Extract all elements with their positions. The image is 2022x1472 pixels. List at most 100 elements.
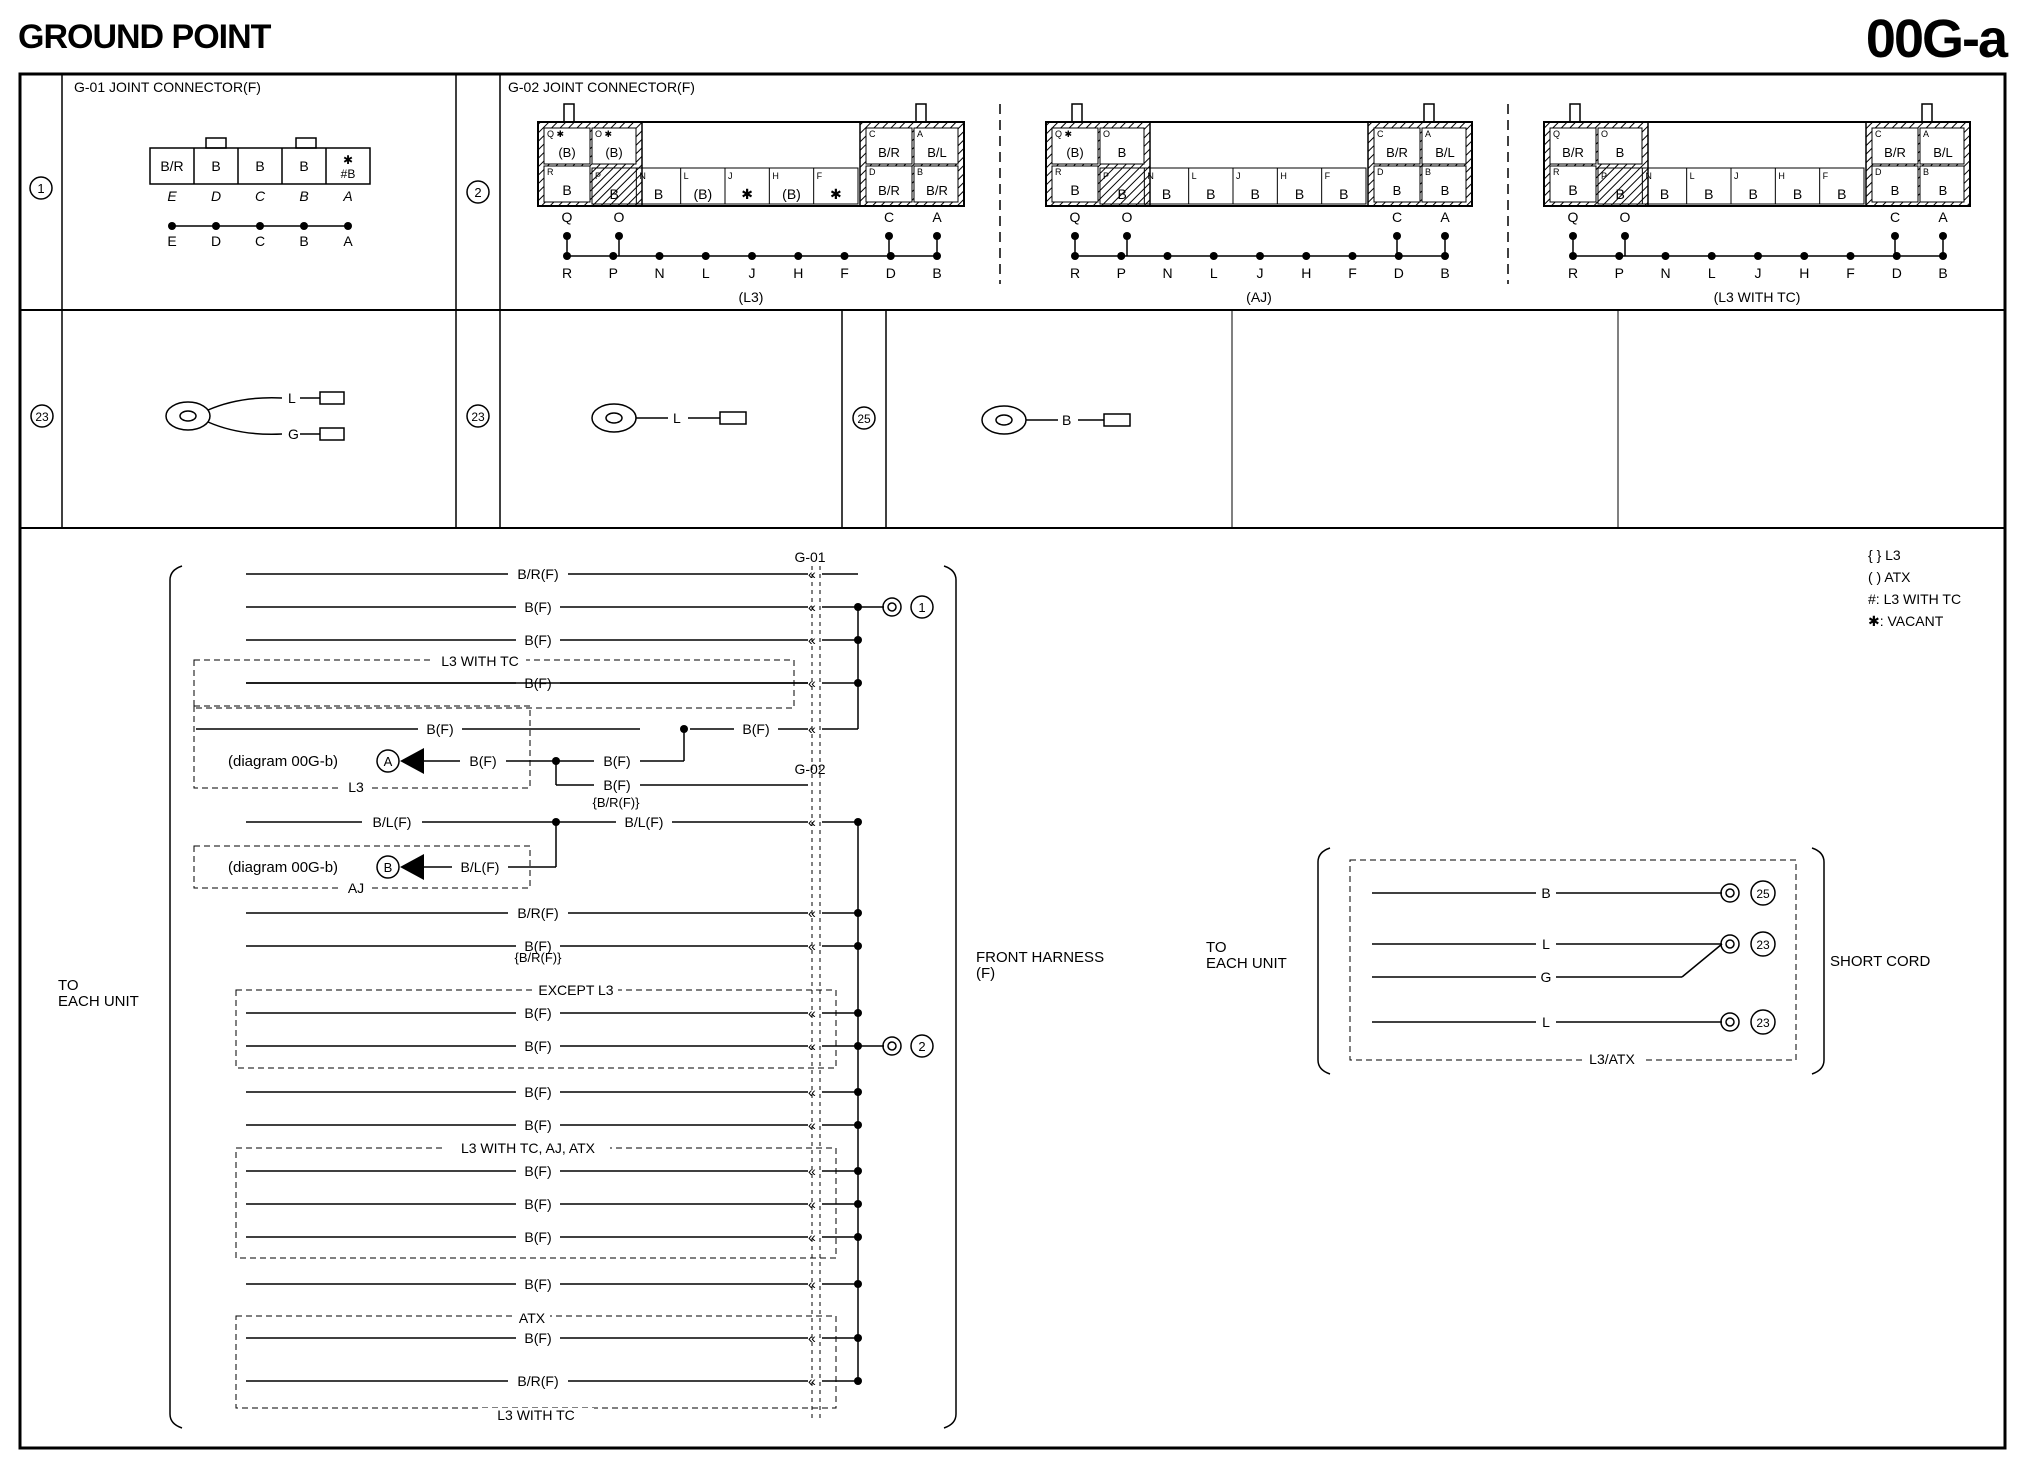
svg-text:O: O [1620,209,1631,225]
svg-text:Q ✱: Q ✱ [547,129,564,139]
svg-text:H: H [793,265,803,281]
svg-text:EACH UNIT: EACH UNIT [1206,955,1287,972]
svg-text:O: O [1601,129,1608,139]
svg-text:B(F): B(F) [426,721,453,737]
svg-text:C: C [1890,209,1900,225]
svg-text:G: G [1541,969,1552,985]
cord-label-l: L [288,390,296,406]
svg-text:«: « [808,905,816,921]
svg-text:B: B [1891,183,1900,198]
svg-text:B: B [654,186,663,202]
svg-text:B(F): B(F) [524,1084,551,1100]
svg-text:N: N [654,265,664,281]
svg-text:Q ✱: Q ✱ [1055,129,1072,139]
svg-text:L: L [1690,171,1695,181]
svg-text:L3 WITH TC, AJ, ATX: L3 WITH TC, AJ, ATX [461,1140,596,1156]
svg-text:J: J [1734,171,1739,181]
svg-text:«: « [808,675,816,691]
legend-l3-tc: #: L3 WITH TC [1868,591,1961,607]
svg-text:O ✱: O ✱ [595,129,612,139]
svg-text:B: B [1206,186,1215,202]
svg-text:B/L(F): B/L(F) [461,859,500,875]
svg-text:F: F [817,171,823,181]
svg-text:H: H [1799,265,1809,281]
svg-text:✱: ✱ [830,186,842,202]
svg-text:P: P [1103,171,1109,181]
legend-vacant: ✱: VACANT [1868,613,1944,629]
svg-text:B: B [1938,265,1947,281]
svg-text:A: A [917,129,923,139]
svg-text:AJ: AJ [348,880,364,896]
svg-text:EXCEPT L3: EXCEPT L3 [538,982,613,998]
svg-text:D: D [869,167,876,177]
svg-text:(diagram 00G-b): (diagram 00G-b) [228,859,338,876]
svg-text:B: B [1250,186,1259,202]
svg-text:B: B [917,167,923,177]
svg-text:F: F [1846,265,1855,281]
svg-text:B(F): B(F) [603,777,630,793]
svg-text:R: R [1055,167,1062,177]
svg-text:B: B [1295,186,1304,202]
cell-numbers: 1 2 23 23 25 [29,176,876,430]
svg-text:B: B [1118,145,1127,160]
svg-text:SHORT CORD: SHORT CORD [1830,953,1930,970]
g02-variant-label: (L3 WITH TC) [1714,289,1801,305]
svg-text:A: A [1425,129,1431,139]
svg-text:(F): (F) [976,965,995,982]
svg-text:B: B [1441,183,1450,198]
svg-text:R: R [1070,265,1080,281]
cell-number-1: 1 [37,181,44,196]
frame [18,72,2007,1450]
svg-text:P: P [1117,265,1126,281]
svg-text:B(F): B(F) [742,721,769,737]
svg-text:B: B [1339,186,1348,202]
svg-text:23: 23 [1756,938,1770,952]
g02-label: G-02 [794,761,825,777]
svg-text:23: 23 [1756,1016,1770,1030]
svg-text:B: B [1070,182,1079,198]
svg-text:N: N [1162,265,1172,281]
svg-text:«: « [808,1117,816,1133]
svg-text:L: L [1708,265,1716,281]
svg-text:«: « [808,721,816,737]
cell-number-2: 2 [474,185,481,200]
svg-text:L: L [1210,265,1218,281]
wiring-area: G-01G-02B/R(F)«B(F)«B(F)«B(F)«B(F)«B(F)B… [58,549,1930,1429]
svg-text:B/R(F): B/R(F) [517,1373,558,1389]
svg-text:B(F): B(F) [524,938,551,954]
svg-text:A: A [1440,209,1450,225]
svg-text:B: B [1748,186,1757,202]
svg-text:B: B [1393,183,1402,198]
cord-label-g: G [288,426,299,442]
svg-text:H: H [1301,265,1311,281]
svg-text:B: B [1162,186,1171,202]
svg-text:J: J [1755,265,1762,281]
svg-text:B/L: B/L [1435,145,1455,160]
g01-label: G-01 [794,549,825,565]
svg-text:(B): (B) [693,186,712,202]
svg-text:L: L [1542,936,1550,952]
svg-text:B: B [1837,186,1846,202]
svg-text:B: B [1704,186,1713,202]
svg-text:FRONT HARNESS: FRONT HARNESS [976,949,1104,966]
svg-text:«: « [808,1196,816,1212]
svg-text:J: J [728,171,733,181]
svg-text:H: H [1778,171,1785,181]
svg-text:D: D [1875,167,1882,177]
g01-cell-b: B [299,158,308,174]
svg-text:«: « [808,1084,816,1100]
svg-text:B: B [299,233,308,249]
svg-text:P: P [1601,171,1607,181]
svg-text:B: B [1616,145,1625,160]
svg-text:B: B [1541,885,1550,901]
svg-text:L3: L3 [348,779,364,795]
svg-text:D: D [211,233,221,249]
page-title: GROUND POINT [18,18,271,56]
svg-text:O: O [1103,129,1110,139]
g01-pin-d: D [211,188,221,204]
svg-text:R: R [1568,265,1578,281]
svg-text:B/L(F): B/L(F) [373,814,412,830]
svg-text:B: B [1615,186,1624,202]
svg-text:(B): (B) [605,145,622,160]
